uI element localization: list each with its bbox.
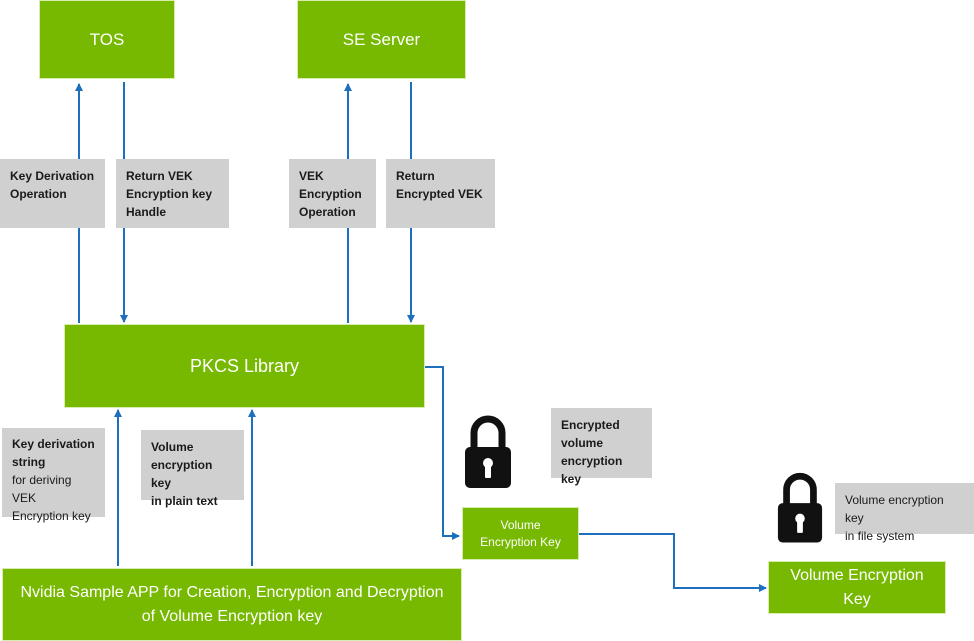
note-line: for deriving VEK: [12, 473, 72, 505]
vek-large-line1: Volume Encryption: [790, 566, 924, 584]
arrow-pkcs-to-vek: [425, 366, 460, 540]
sample-app-label-line2: of Volume Encryption key: [141, 607, 323, 625]
note-line: Encryption key: [12, 509, 91, 523]
note-line: string: [12, 455, 46, 469]
note-line: Return: [396, 169, 435, 183]
note-line: Encrypted: [561, 418, 620, 432]
se-server-node: SE Server: [297, 0, 466, 79]
note-line: in plain text: [151, 494, 218, 508]
se-server-label: SE Server: [342, 29, 421, 49]
note-key-in-file-system: Volume encryption key in file system: [835, 483, 974, 543]
arrow-vek-to-filesystem: [579, 533, 767, 592]
lock-icon: [777, 472, 823, 543]
note-line: Handle: [126, 205, 167, 219]
note-line: Volume: [151, 440, 194, 454]
lock-icon: [465, 415, 511, 488]
note-vek-encryption-operation: VEK Encryption Operation: [289, 159, 376, 228]
note-plain-text-key: Volume encryption key in plain text: [141, 430, 244, 508]
sample-app-node: Nvidia Sample APP for Creation, Encrypti…: [2, 568, 462, 641]
note-key-derivation-string: Key derivation string for deriving VEK E…: [2, 428, 105, 523]
note-line: Volume encryption key: [845, 493, 944, 525]
vek-small-line2: Encryption Key: [480, 534, 561, 549]
note-line: encryption key: [561, 454, 623, 486]
vek-small-line1: Volume: [500, 517, 541, 532]
note-line: Encrypted VEK: [396, 187, 483, 201]
tos-node: TOS: [39, 0, 175, 79]
note-line: Encryption: [299, 187, 362, 201]
note-line: encryption key: [151, 458, 213, 490]
vek-large-line2: Key: [843, 590, 871, 608]
pkcs-library-node: PKCS Library: [64, 324, 425, 408]
note-return-encrypted-vek: Return Encrypted VEK: [386, 159, 495, 228]
tos-label: TOS: [89, 29, 125, 49]
note-line: Operation: [10, 187, 67, 201]
note-line: Encryption key: [126, 187, 213, 201]
pkcs-library-label: PKCS Library: [189, 355, 300, 376]
note-line: volume: [561, 436, 604, 450]
note-line: Operation: [299, 205, 356, 219]
vek-large-node: Volume Encryption Key: [768, 561, 946, 614]
note-line: Key derivation: [12, 437, 95, 451]
sample-app-label-line1: Nvidia Sample APP for Creation, Encrypti…: [20, 583, 444, 601]
note-line: Key Derivation: [10, 169, 95, 183]
note-encrypted-volume-key: Encrypted volume encryption key: [551, 408, 652, 486]
vek-small-node: Volume Encryption Key: [462, 507, 579, 560]
note-line: Return VEK: [126, 169, 193, 183]
note-line: VEK: [299, 169, 324, 183]
note-key-derivation-operation: Key Derivation Operation: [0, 159, 105, 228]
note-return-vek-handle: Return VEK Encryption key Handle: [116, 159, 229, 228]
note-line: in file system: [845, 529, 915, 543]
